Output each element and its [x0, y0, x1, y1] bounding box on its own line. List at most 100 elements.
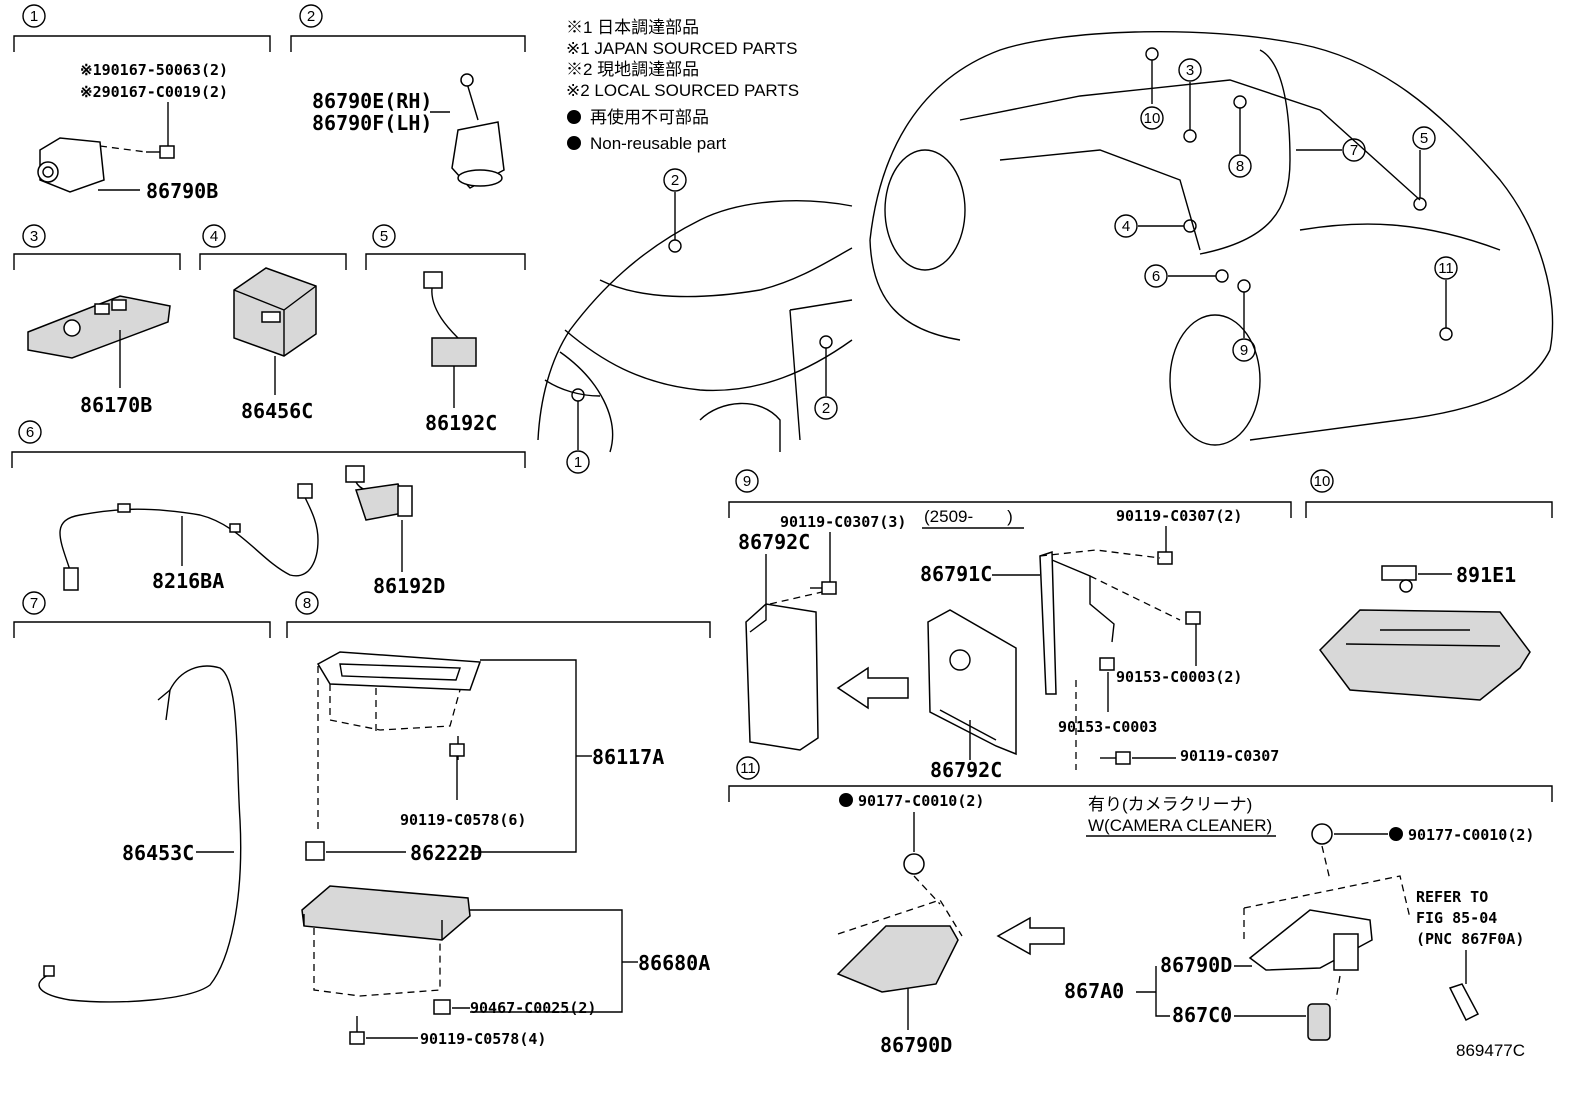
production-date: (2509- ) — [924, 507, 1013, 526]
svg-text:3: 3 — [1186, 62, 1194, 79]
svg-text:8: 8 — [1236, 158, 1244, 175]
camera-86790D-icon — [836, 899, 963, 993]
section-7-marker[interactable]: 7 — [22, 591, 46, 615]
part-90167-C0019[interactable]: ※290167-C0019(2) — [80, 83, 228, 101]
part-90177-C0010-b[interactable]: 90177-C0010(2) — [1408, 826, 1534, 844]
svg-text:2: 2 — [671, 172, 679, 189]
svg-text:1: 1 — [30, 8, 38, 25]
part-86790E[interactable]: 86790E(RH) — [312, 89, 432, 113]
section-1: ※190167-50063(2) ※290167-C0019(2) 86790B — [37, 61, 228, 203]
svg-text:9: 9 — [743, 473, 751, 490]
section-4: 86456C — [233, 267, 317, 423]
screw-icon — [1185, 611, 1201, 625]
note-japan-en: ※1 JAPAN SOURCED PARTS — [566, 39, 798, 58]
svg-text:10: 10 — [1144, 110, 1161, 127]
section-11-marker[interactable]: 11 — [736, 756, 760, 780]
section-brackets — [11, 35, 1553, 802]
section-markers: 1 2 3 4 5 6 7 8 9 10 11 — [18, 4, 1334, 780]
option-jp: 有り(カメラクリーナ) — [1088, 795, 1252, 814]
bolt-icon — [1100, 751, 1131, 765]
legend: ※1 日本調達部品 ※1 JAPAN SOURCED PARTS ※2 現地調達… — [566, 18, 799, 153]
ecu-left-icon — [745, 591, 823, 751]
front-vehicle-view: 2 2 1 — [537, 168, 853, 474]
non-reusable-dot-icon — [567, 110, 581, 124]
part-86192C[interactable]: 86192C — [425, 411, 497, 435]
bolt-icon — [349, 1016, 365, 1045]
part-90119-C0307-3[interactable]: 90119-C0307(3) — [780, 513, 906, 531]
screw-icon — [1099, 657, 1115, 671]
part-86790F[interactable]: 86790F(LH) — [312, 111, 432, 135]
part-867A0[interactable]: 867A0 — [1064, 979, 1124, 1003]
section-9: 90119-C0307(3) (2509- ) 90119-C0307(2) 8… — [738, 507, 1279, 782]
sensor-86192C-icon — [423, 271, 477, 367]
option-en: W(CAMERA CLEANER) — [1088, 816, 1272, 835]
part-90119-C0307-2[interactable]: 90119-C0307(2) — [1116, 507, 1242, 525]
part-90467-C0025[interactable]: 90467-C0025(2) — [470, 999, 596, 1017]
svg-text:7: 7 — [1350, 142, 1358, 159]
part-90153-C0003[interactable]: 90153-C0003 — [1058, 718, 1157, 736]
part-891E1[interactable]: 891E1 — [1456, 563, 1516, 587]
note-local-en: ※2 LOCAL SOURCED PARTS — [566, 81, 799, 100]
section-10: 891E1 — [1319, 563, 1531, 701]
part-86222D[interactable]: 86222D — [410, 841, 482, 865]
section-5: 86192C — [423, 271, 497, 435]
direction-arrow-icon — [836, 666, 909, 710]
part-90167-50063[interactable]: ※190167-50063(2) — [80, 61, 228, 79]
display-frame-86117A-icon — [316, 651, 482, 830]
svg-text:5: 5 — [1420, 130, 1428, 147]
section-7: 86453C — [38, 665, 242, 1003]
part-90177-C0010-a[interactable]: 90177-C0010(2) — [858, 792, 984, 810]
refer-to-line2[interactable]: FIG 85-04 — [1416, 909, 1497, 927]
remote-switch-icon — [27, 295, 171, 359]
non-reusable-dot-icon — [567, 136, 581, 150]
part-86192D[interactable]: 86192D — [373, 574, 445, 598]
wire-harness-8216BA-icon — [59, 483, 319, 591]
camera-86790B-icon — [37, 137, 147, 193]
section-3-marker[interactable]: 3 — [22, 224, 46, 248]
overhead-console-icon — [1319, 609, 1531, 701]
part-90153-C0003-2[interactable]: 90153-C0003(2) — [1116, 668, 1242, 686]
section-8-marker[interactable]: 8 — [295, 591, 319, 615]
section-1-marker[interactable]: 1 — [22, 4, 46, 28]
part-86453C[interactable]: 86453C — [122, 841, 194, 865]
svg-text:4: 4 — [210, 228, 218, 245]
svg-text:6: 6 — [1152, 268, 1160, 285]
ecu-86792C-icon — [927, 609, 1017, 756]
part-86790B[interactable]: 86790B — [146, 179, 218, 203]
part-86792C-main[interactable]: 86792C — [930, 758, 1002, 782]
part-86680A[interactable]: 86680A — [638, 951, 710, 975]
side-camera-icon — [451, 73, 505, 189]
part-867C0[interactable]: 867C0 — [1172, 1003, 1232, 1027]
part-86170B[interactable]: 86170B — [80, 393, 152, 417]
part-86456C[interactable]: 86456C — [241, 399, 313, 423]
note-nonreusable-jp: 再使用不可部品 — [590, 107, 709, 127]
part-86790D-a[interactable]: 86790D — [880, 1033, 952, 1057]
part-86791C[interactable]: 86791C — [920, 562, 992, 586]
note-local-jp: ※2 現地調達部品 — [566, 60, 699, 79]
part-90119-C0578-6[interactable]: 90119-C0578(6) — [400, 811, 526, 829]
non-reusable-dot-icon — [839, 793, 853, 807]
rear-callouts: 10 3 8 7 5 4 6 9 11 — [1114, 47, 1458, 362]
part-86792C[interactable]: 86792C — [738, 530, 810, 554]
section-10-marker[interactable]: 10 — [1310, 469, 1334, 493]
svg-text:11: 11 — [740, 760, 756, 777]
camera-cleaner-assembly-icon — [1243, 875, 1411, 1041]
part-8216BA[interactable]: 8216BA — [152, 569, 224, 593]
section-9-marker[interactable]: 9 — [735, 469, 759, 493]
refer-to-line1[interactable]: REFER TO — [1416, 888, 1488, 906]
section-2-marker[interactable]: 2 — [299, 4, 323, 28]
section-4-marker[interactable]: 4 — [202, 224, 226, 248]
bolt-icon — [1157, 551, 1173, 565]
section-5-marker[interactable]: 5 — [372, 224, 396, 248]
part-90119-C0578-4[interactable]: 90119-C0578(4) — [420, 1030, 546, 1048]
svg-text:2: 2 — [307, 8, 315, 25]
section-6: 8216BA 86192D — [59, 465, 445, 598]
wire-harness-86453C-icon — [38, 665, 242, 1003]
svg-text:11: 11 — [1438, 260, 1454, 277]
part-86790D-b[interactable]: 86790D — [1160, 953, 1232, 977]
svg-text:1: 1 — [574, 454, 582, 471]
note-japan-jp: ※1 日本調達部品 — [566, 18, 699, 37]
part-86117A[interactable]: 86117A — [592, 745, 664, 769]
part-90119-C0307[interactable]: 90119-C0307 — [1180, 747, 1279, 765]
section-6-marker[interactable]: 6 — [18, 420, 42, 444]
